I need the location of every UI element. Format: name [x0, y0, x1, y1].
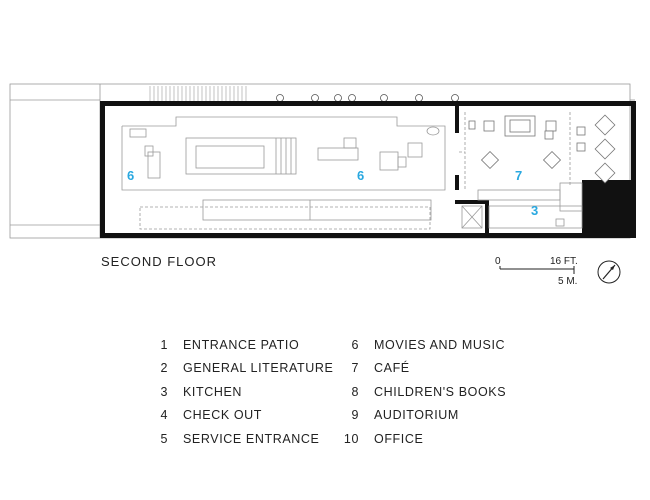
legend-item: 4 CHECK OUT — [150, 404, 333, 428]
scale-ruler — [499, 266, 575, 274]
legend-label: MOVIES AND MUSIC — [374, 337, 506, 352]
floor-title: SECOND FLOOR — [101, 254, 218, 269]
legend-column-right: 6 MOVIES AND MUSIC 7 CAFÉ 8 CHILDREN'S BOOK… — [341, 333, 506, 451]
legend-number: 5 — [160, 431, 168, 446]
legend-item: 6 MOVIES AND MUSIC — [341, 333, 506, 357]
legend-number: 6 — [351, 337, 359, 352]
north-arrow-icon — [597, 260, 621, 284]
interior-lines — [121, 112, 583, 230]
legend-item: 10 OFFICE — [341, 427, 506, 451]
legend-number: 1 — [160, 337, 168, 352]
room-label-kitchen: 3 — [531, 203, 538, 218]
legend-number: 3 — [160, 384, 168, 399]
scale-feet-label: 16 FT. — [550, 256, 578, 267]
exterior-walls — [100, 101, 636, 238]
legend-item: 3 KITCHEN — [150, 380, 333, 404]
legend-label: ENTRANCE PATIO — [183, 337, 300, 352]
legend-label: GENERAL LITERATURE — [183, 361, 334, 376]
scale-bar: 0 16 FT. 5 M. — [490, 252, 630, 292]
legend-label: OFFICE — [374, 431, 424, 446]
legend-label: CHECK OUT — [183, 408, 263, 423]
scale-meters-label: 5 M. — [558, 276, 578, 287]
legend-label: AUDITORIUM — [374, 408, 459, 423]
legend-number: 8 — [351, 384, 359, 399]
legend-item: 8 CHILDREN'S BOOKS — [341, 380, 506, 404]
legend-label: CAFÉ — [374, 361, 410, 376]
legend-number: 7 — [351, 361, 359, 376]
legend-label: KITCHEN — [183, 384, 243, 399]
room-label-cafe: 7 — [515, 168, 522, 183]
room-label-movies-center: 6 — [357, 168, 364, 183]
room-label-movies-left: 6 — [127, 168, 134, 183]
cafe-furniture — [468, 114, 616, 184]
legend-label: SERVICE ENTRANCE — [183, 431, 320, 446]
columns — [276, 94, 459, 102]
roof-stair-hatch — [149, 86, 247, 101]
legend-number: 4 — [160, 408, 168, 423]
legend-item: 5 SERVICE ENTRANCE — [150, 427, 333, 451]
legend-number: 10 — [343, 431, 359, 446]
legend-item: 2 GENERAL LITERATURE — [150, 357, 333, 381]
legend-label: CHILDREN'S BOOKS — [374, 384, 507, 399]
legend-number: 2 — [160, 361, 168, 376]
legend-item: 7 CAFÉ — [341, 357, 506, 381]
legend-column-left: 1 ENTRANCE PATIO 2 GENERAL LITERATURE 3 KIT… — [150, 333, 333, 451]
floor-plan: 6 6 7 3 — [9, 83, 636, 239]
legend-item: 1 ENTRANCE PATIO — [150, 333, 333, 357]
legend-number: 9 — [351, 408, 359, 423]
legend-item: 9 AUDITORIUM — [341, 404, 506, 428]
scale-zero-label: 0 — [495, 256, 501, 267]
